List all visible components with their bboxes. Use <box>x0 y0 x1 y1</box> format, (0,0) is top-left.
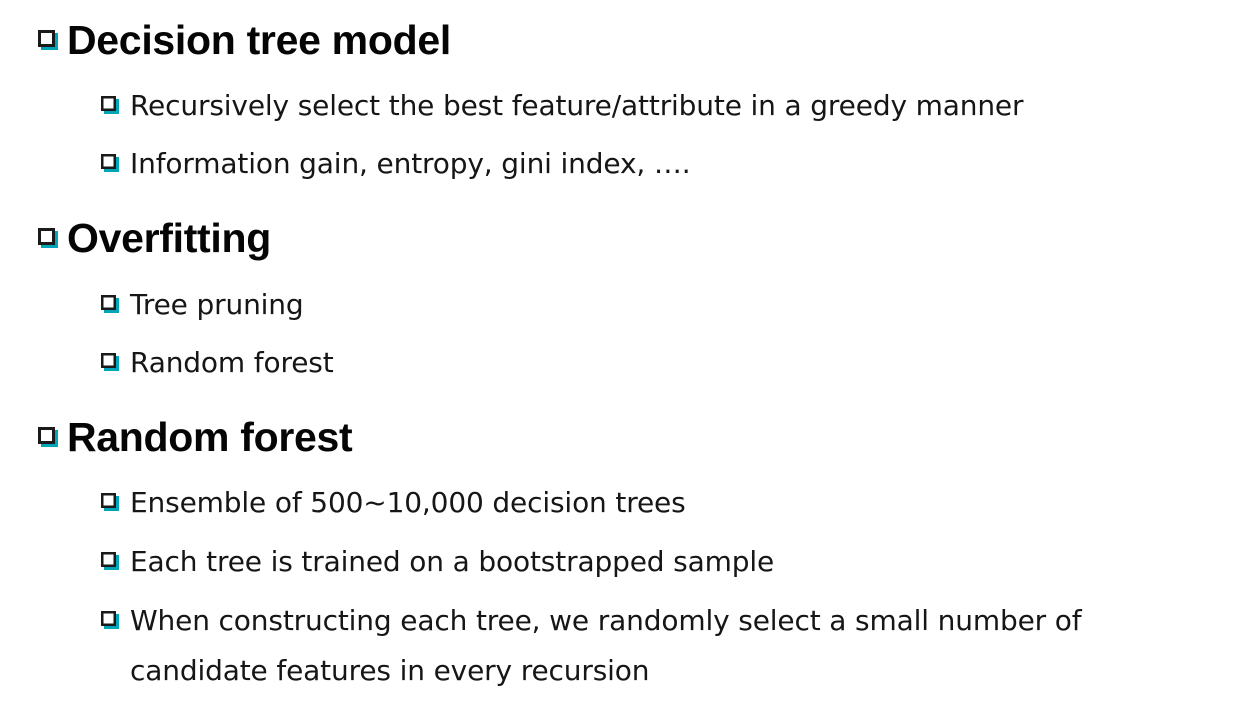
list-item-text: Random forest <box>130 346 334 379</box>
list-item: Tree pruning <box>100 283 304 327</box>
list-item-text: Recursively select the best feature/attr… <box>130 89 1024 122</box>
square-checkbox-icon <box>38 427 58 447</box>
list-item: Random forest <box>100 341 334 385</box>
section-heading: Decision tree model <box>67 17 451 63</box>
list-item-text: Tree pruning <box>130 288 304 321</box>
square-checkbox-icon <box>101 295 119 313</box>
list-item: Information gain, entropy, gini index, …… <box>100 142 691 186</box>
square-checkbox-icon <box>38 30 58 50</box>
list-item: Recursively select the best feature/attr… <box>100 84 1024 128</box>
square-checkbox-icon <box>101 611 119 629</box>
square-checkbox-icon <box>101 353 119 371</box>
list-item: Each tree is trained on a bootstrapped s… <box>100 540 774 584</box>
square-checkbox-icon <box>101 552 119 570</box>
square-checkbox-icon <box>101 154 119 172</box>
square-checkbox-icon <box>38 228 58 248</box>
heading-overfitting: Overfitting <box>37 212 271 264</box>
heading-random-forest: Random forest <box>37 411 353 463</box>
list-item-text: Ensemble of 500~10,000 decision trees <box>130 486 686 519</box>
section-heading: Overfitting <box>67 215 271 261</box>
list-item-text: When constructing each tree, we randomly… <box>130 604 1082 687</box>
list-item: When constructing each tree, we randomly… <box>100 596 1200 696</box>
list-item-text: Information gain, entropy, gini index, …… <box>130 147 691 180</box>
heading-decision-tree-model: Decision tree model <box>37 14 451 66</box>
square-checkbox-icon <box>101 96 119 114</box>
list-item: Ensemble of 500~10,000 decision trees <box>100 481 686 525</box>
list-item-text: Each tree is trained on a bootstrapped s… <box>130 545 775 578</box>
section-heading: Random forest <box>67 414 353 460</box>
square-checkbox-icon <box>101 493 119 511</box>
